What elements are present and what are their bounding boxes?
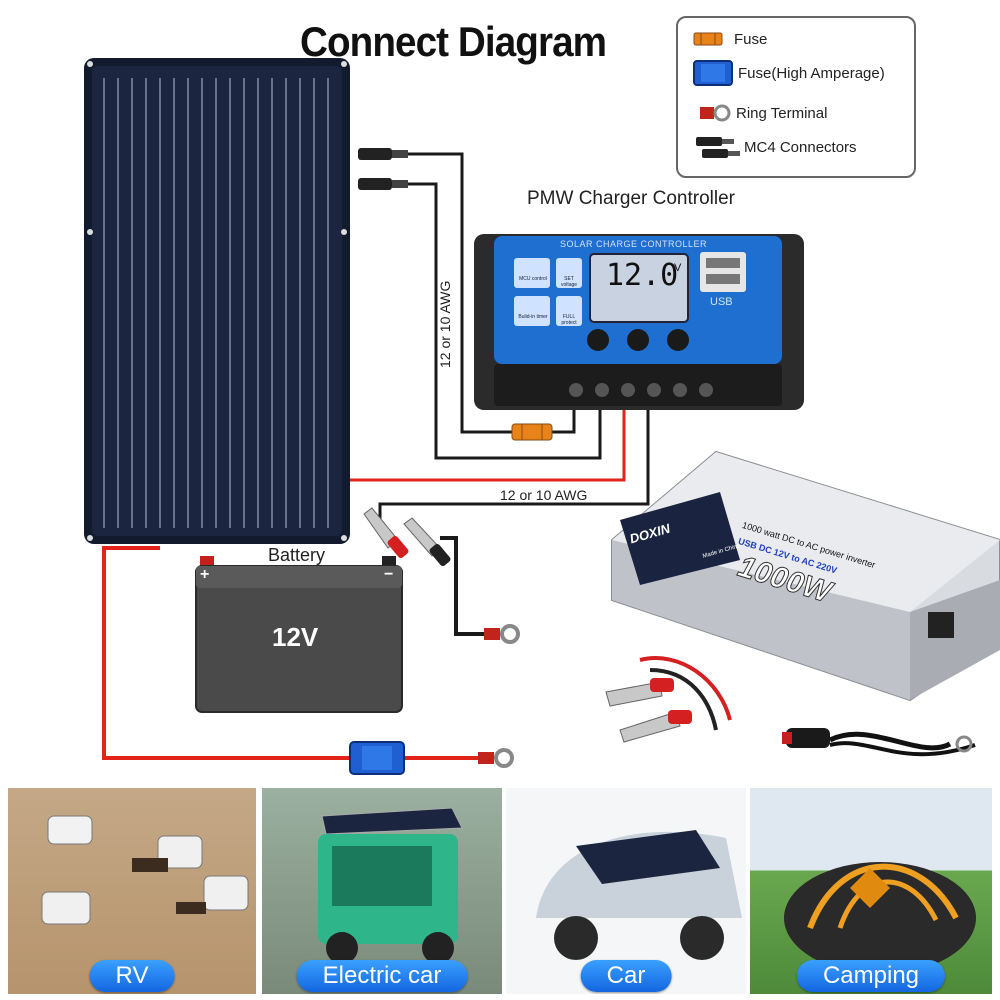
application-label-camping: Camping: [796, 960, 946, 992]
legend-fuse-high-label: Fuse(High Amperage): [738, 64, 885, 82]
ring-terminal-icon: [484, 624, 520, 644]
battery-minus: −: [384, 566, 394, 583]
controller-btn-set: SET voltage: [560, 276, 578, 288]
fuse-icon: [693, 32, 723, 46]
legend-panel: Fuse Fuse(High Amperage) Ring Terminal M…: [676, 16, 916, 178]
power-inverter: [611, 450, 1000, 702]
fuse-icon: [511, 423, 553, 441]
battery-body: [195, 556, 403, 713]
controller-display-unit: V: [674, 262, 682, 274]
ring-terminal-icon: [478, 748, 514, 768]
application-tile-camping: Camping: [750, 788, 992, 994]
solar-panel: [84, 58, 350, 544]
controller-panel-text: SOLAR CHARGE CONTROLLER: [560, 239, 708, 249]
fuse-high-amperage-icon: [349, 741, 405, 775]
car-photo: [536, 830, 742, 960]
controller-btn-timer: Bulid-in timer: [518, 314, 548, 320]
battery-label: Battery: [268, 545, 326, 565]
legend-fuse-high: Fuse(High Amperage): [692, 60, 885, 86]
application-label-car: Car: [580, 960, 672, 992]
page-title: Connect Diagram: [300, 18, 607, 65]
controller-label: PMW Charger Controller: [527, 188, 735, 209]
application-tile-rv: RV: [8, 788, 256, 994]
legend-mc4: MC4 Connectors: [692, 134, 857, 160]
controller-btn-protect: FULL protect: [561, 314, 577, 326]
application-tile-car: Car: [506, 788, 746, 994]
wire-gauge-label-vertical: 12 or 10 AWG: [437, 280, 453, 368]
controller-usb-label: USB: [710, 296, 733, 308]
alligator-clip-icon: [363, 507, 451, 567]
mc4-connector-icon: [696, 137, 740, 158]
application-label-rv: RV: [89, 960, 175, 992]
car-plug-icon: [782, 728, 976, 757]
controller-btn-mcu: MCU control: [519, 276, 547, 282]
wire-gauge-label-horizontal: 12 or 10 AWG: [500, 487, 588, 503]
rv-photo: [41, 815, 249, 925]
camping-photo: [784, 862, 976, 974]
legend-mc4-label: MC4 Connectors: [744, 138, 857, 156]
ring-terminal-icon: [700, 104, 731, 122]
legend-ring-terminal: Ring Terminal: [692, 100, 827, 126]
legend-fuse: Fuse: [692, 26, 767, 52]
charge-controller: [474, 234, 804, 410]
wiring-diagram: [84, 58, 1000, 775]
mc4-connector-icon: [358, 148, 408, 190]
application-label-electric-car: Electric car: [296, 960, 468, 992]
inverter-clamps-icon: [605, 656, 732, 743]
battery-plus: +: [200, 566, 210, 583]
electric-car-photo: [318, 807, 463, 964]
battery-voltage: 12V: [272, 622, 319, 652]
application-tile-electric-car: Electric car: [262, 788, 502, 994]
fuse-high-amperage-icon: [693, 60, 733, 86]
legend-fuse-label: Fuse: [734, 30, 768, 48]
controller-display-voltage: 12.0: [606, 258, 679, 293]
legend-ring-terminal-label: Ring Terminal: [736, 104, 828, 122]
